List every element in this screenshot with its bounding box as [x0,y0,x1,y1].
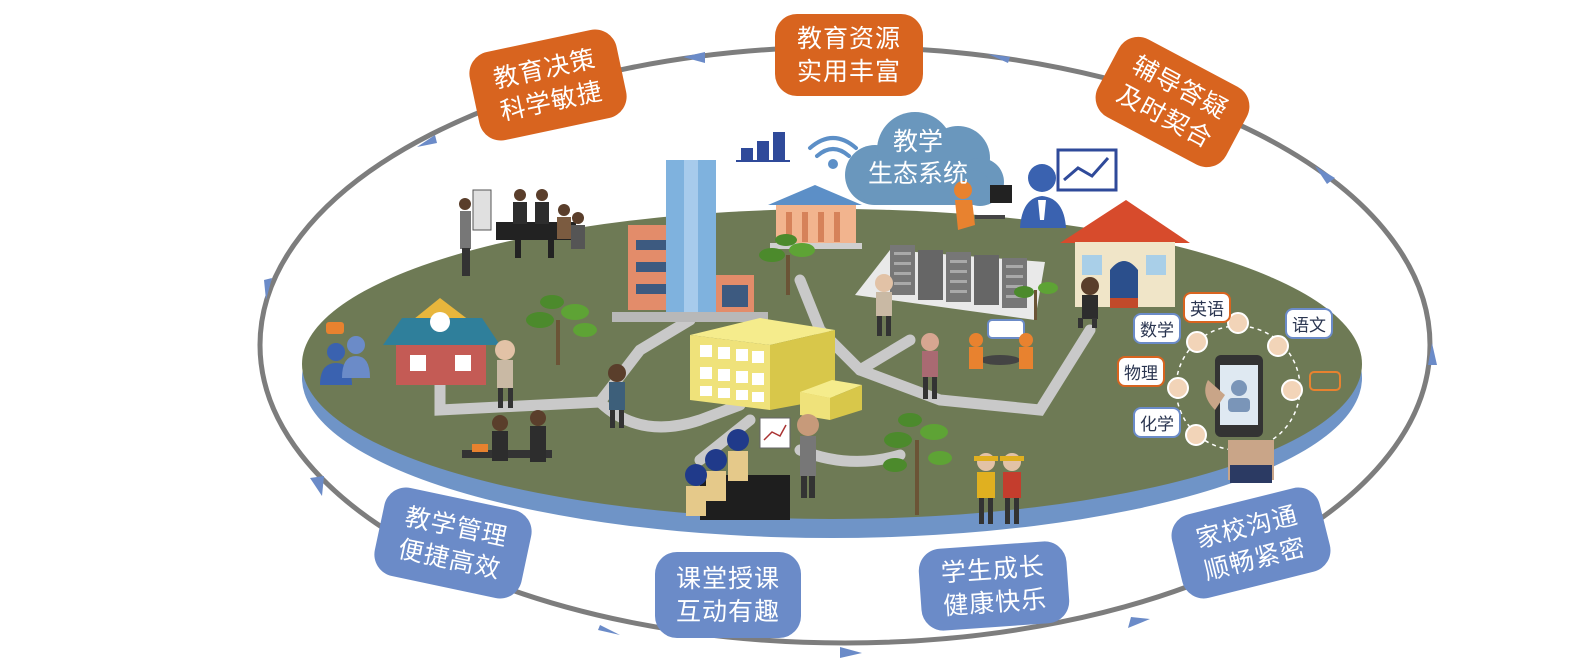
tree-icon [1014,282,1058,320]
home-house [1060,200,1190,308]
subject-label-english: 英语 [1183,292,1231,323]
arrow-icon [310,476,324,496]
arrow-icon [417,135,437,147]
arrow-icon [1128,617,1150,628]
subject-network [1167,312,1341,451]
cycle-arrows [264,52,1437,658]
office-tower [612,160,768,322]
computer-user-icon [954,181,1012,230]
bubble-line: 实用丰富 [796,57,901,86]
bubble-classroom: 课堂授课互动有趣 [655,552,801,638]
tree-icon [883,413,952,515]
bubble-line: 互动有趣 [675,597,780,626]
bubble-student-growth: 学生成长健康快乐 [917,539,1071,633]
cloud-line: 教学 [892,127,943,156]
cloud-line: 生态系统 [867,159,968,188]
arrow-icon [683,52,705,63]
center-cloud-label: 教学 生态系统 [858,126,978,190]
smartphone-icon [1205,355,1274,483]
school-building [690,318,862,420]
arrow-icon [840,647,862,658]
walking-person [875,274,893,336]
subject-label-chinese: 语文 [1285,308,1333,339]
bubble-line: 健康快乐 [942,584,1049,621]
classroom-students [685,414,819,520]
tree-icon [759,234,815,295]
walking-person [1078,277,1099,328]
students-children [974,453,1024,524]
meeting-group [459,189,585,276]
business-discussion [462,410,552,462]
wifi-icon [808,136,858,169]
arrow-icon [598,625,620,635]
bubble-line: 教育资源 [796,24,901,53]
arrow-icon [1428,343,1437,365]
walking-person [921,333,939,399]
subject-label-chemistry: 化学 [1133,407,1181,438]
left-school-house [383,298,500,385]
walking-person [495,340,515,408]
server-racks [855,245,1045,320]
arrow-icon [988,54,1010,63]
parents-chat-icon [320,322,370,385]
arrow-icon [1315,166,1335,184]
subject-label-physics: 物理 [1117,356,1165,387]
bubble-edu-resources: 教育资源实用丰富 [775,14,923,96]
chat-table [969,319,1033,369]
tree-icon [526,295,597,365]
walking-person [608,364,626,428]
teacher-presenter-icon [1020,148,1118,228]
bubble-line: 课堂授课 [675,564,780,593]
bar-chart-icon [736,132,790,162]
arrow-icon [264,278,272,300]
subject-label-math: 数学 [1133,313,1181,344]
